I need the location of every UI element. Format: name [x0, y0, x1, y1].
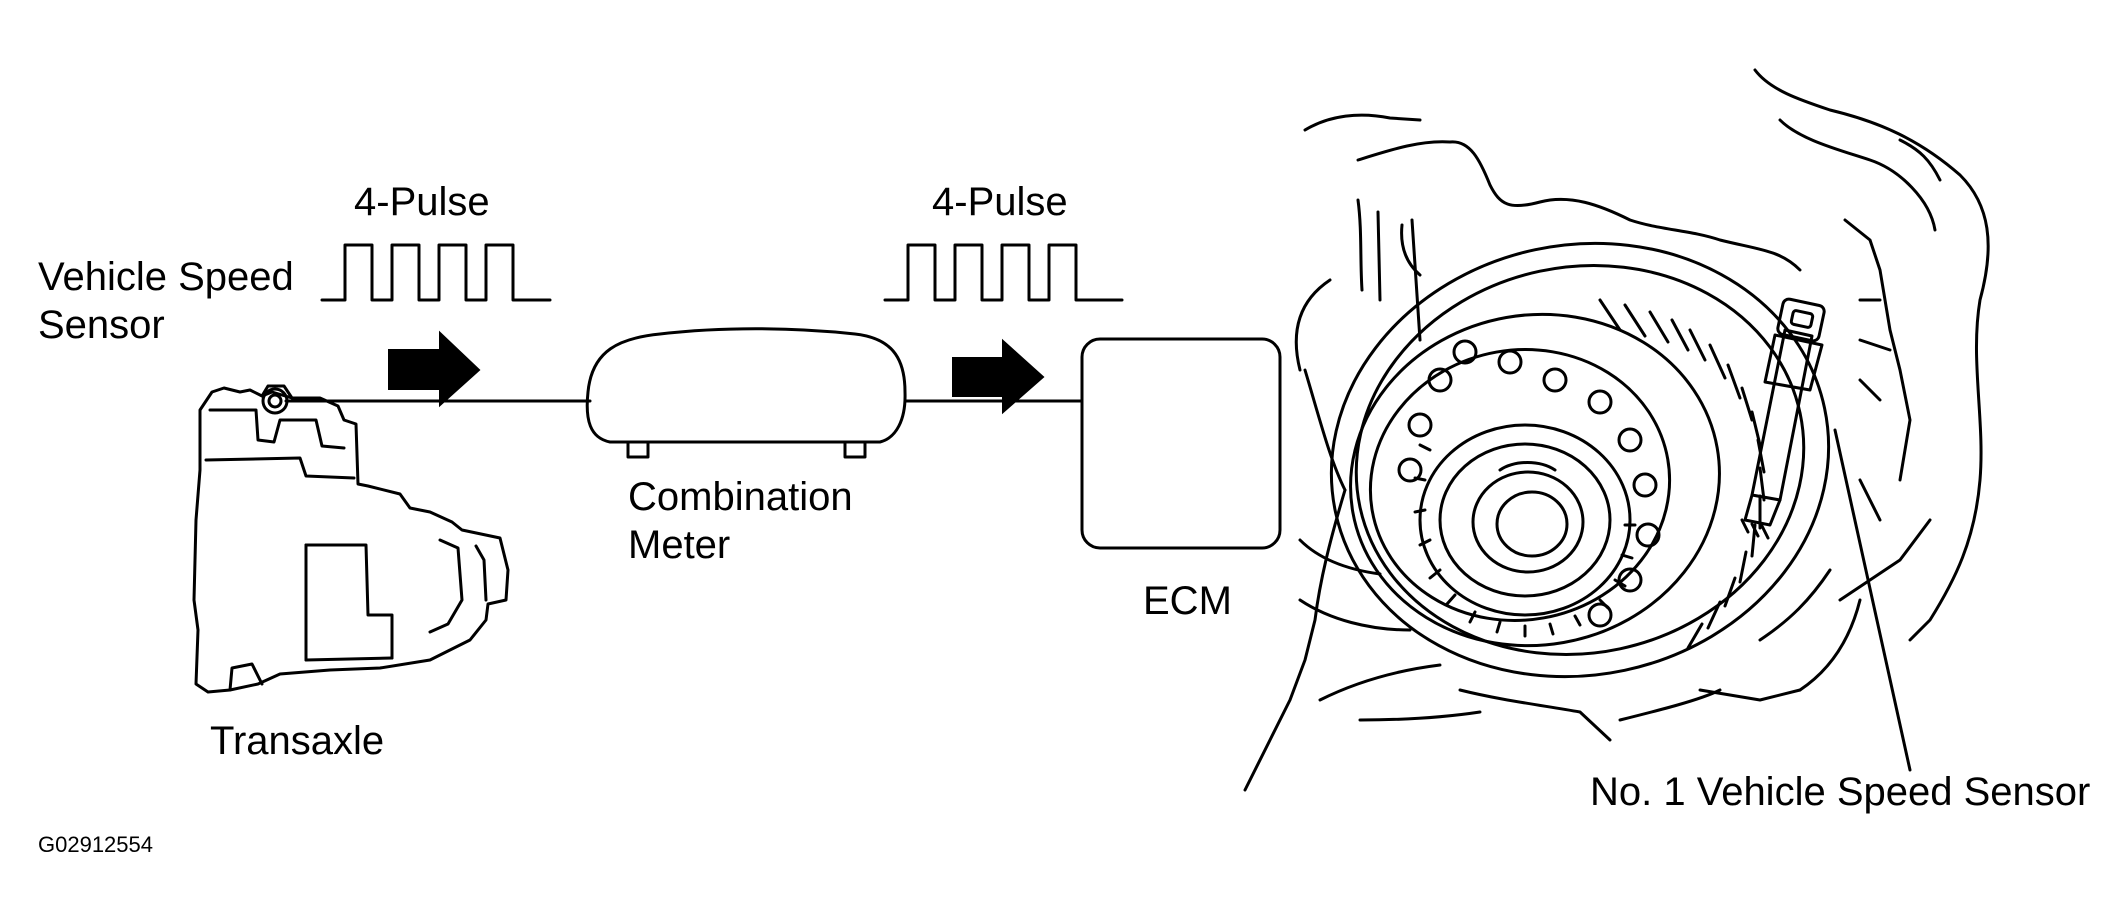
combination-meter-tab-right [843, 440, 867, 459]
transaxle-label: Transaxle [210, 719, 385, 763]
combination-meter-tab-left [626, 440, 650, 459]
signal-arrow-left [388, 330, 481, 408]
signal-arrow-right [952, 338, 1045, 415]
figure-code: G02912554 [38, 832, 153, 857]
combination-meter-label-line1: Combination [628, 475, 853, 519]
combination-meter-label-line2: Meter [628, 523, 731, 567]
vehicle-speed-sensor-label-line2: Sensor [38, 303, 165, 347]
transaxle-drawing [192, 384, 510, 694]
ecm-label: ECM [1143, 579, 1232, 623]
transaxle-gear-illustration [1243, 68, 1990, 792]
leader-line-speed-sensor [1833, 428, 1912, 772]
no1-vehicle-speed-sensor-label: No. 1 Vehicle Speed Sensor [1590, 770, 2091, 814]
pulse-label-left: 4-Pulse [354, 180, 490, 224]
pulse-label-right: 4-Pulse [932, 180, 1068, 224]
speed-sensor-part [1740, 297, 1826, 540]
combination-meter-body [585, 327, 907, 444]
vehicle-speed-sensor-label-line1: Vehicle Speed [38, 255, 294, 299]
ecm-box [1080, 337, 1282, 550]
pulse-waveform-left [320, 243, 552, 302]
pulse-waveform-right [883, 243, 1124, 302]
